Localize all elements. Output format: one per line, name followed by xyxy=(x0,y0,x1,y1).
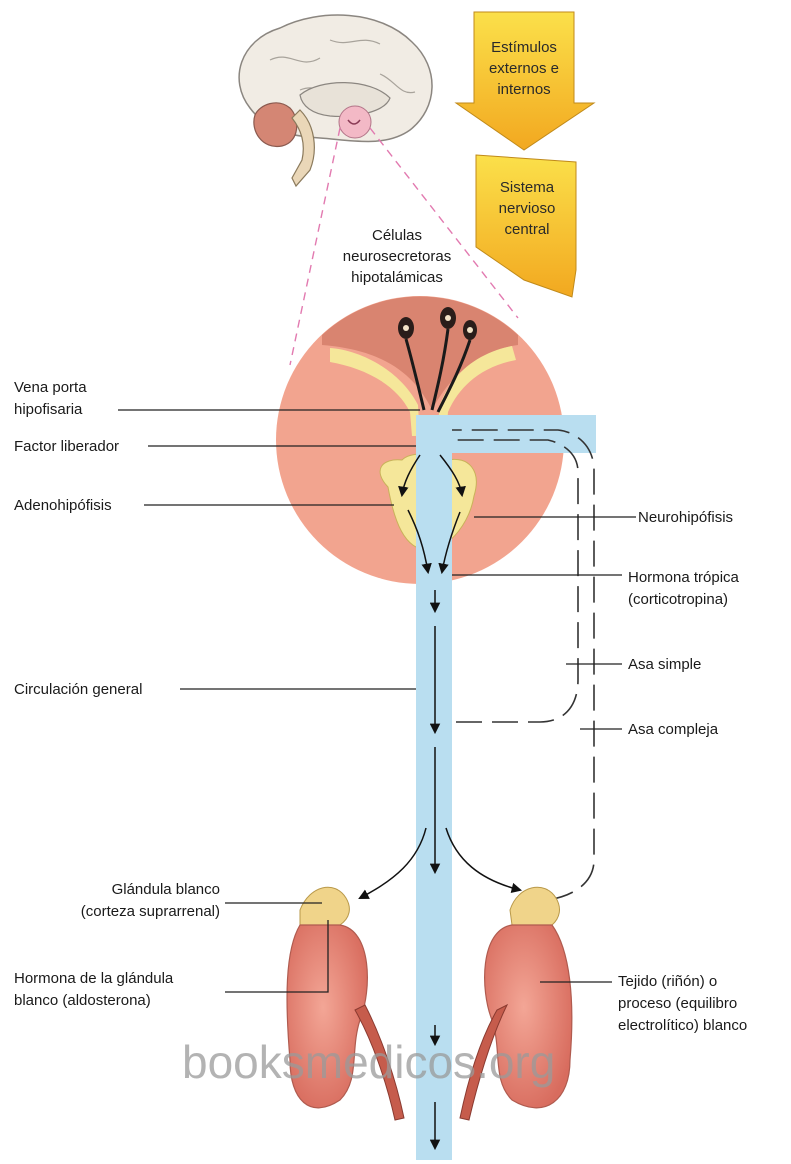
label-target-tissue-3: electrolítico) blanco xyxy=(618,1017,747,1034)
label-neurohypophysis: Neurohipófisis xyxy=(638,509,733,526)
label-tropic-hormone-1: Hormona trópica xyxy=(628,569,740,586)
stimuli-line-3: internos xyxy=(497,81,550,98)
brain-illustration xyxy=(239,15,432,186)
neurosecretory-line-2: neurosecretoras xyxy=(343,248,451,265)
label-target-tissue-2: proceso (equilibro xyxy=(618,995,737,1012)
stimuli-line-2: externos e xyxy=(489,60,559,77)
watermark-text: booksmedicos.org xyxy=(182,1036,555,1088)
cns-arrow: Sistema nervioso central xyxy=(476,155,576,297)
cns-line-2: nervioso xyxy=(499,200,556,217)
label-adenohypophysis: Adenohipófisis xyxy=(14,497,112,514)
neurosecretory-line-3: hipotalámicas xyxy=(351,269,443,286)
label-target-hormone-1: Hormona de la glándula xyxy=(14,970,174,987)
label-releasing-factor: Factor liberador xyxy=(14,438,119,455)
stimuli-arrow: Estímulos externos e internos xyxy=(456,12,594,150)
label-portal-vein-1: Vena porta xyxy=(14,379,87,396)
neurosecretory-line-1: Células xyxy=(372,227,422,244)
cns-line-1: Sistema xyxy=(500,179,555,196)
label-complex-loop: Asa compleja xyxy=(628,721,719,738)
label-general-circulation: Circulación general xyxy=(14,681,142,698)
label-simple-loop: Asa simple xyxy=(628,656,701,673)
label-target-hormone-2: blanco (aldosterona) xyxy=(14,992,151,1009)
cns-line-3: central xyxy=(504,221,549,238)
label-tropic-hormone-2: (corticotropina) xyxy=(628,591,728,608)
stimuli-line-1: Estímulos xyxy=(491,39,557,56)
branch-arrow-tissue xyxy=(446,828,520,890)
label-portal-vein-2: hipofisaria xyxy=(14,401,83,418)
label-target-gland-1: Glándula blanco xyxy=(112,881,220,898)
label-target-gland-2: (corteza suprarrenal) xyxy=(81,903,220,920)
label-target-tissue-1: Tejido (riñón) o xyxy=(618,973,717,990)
